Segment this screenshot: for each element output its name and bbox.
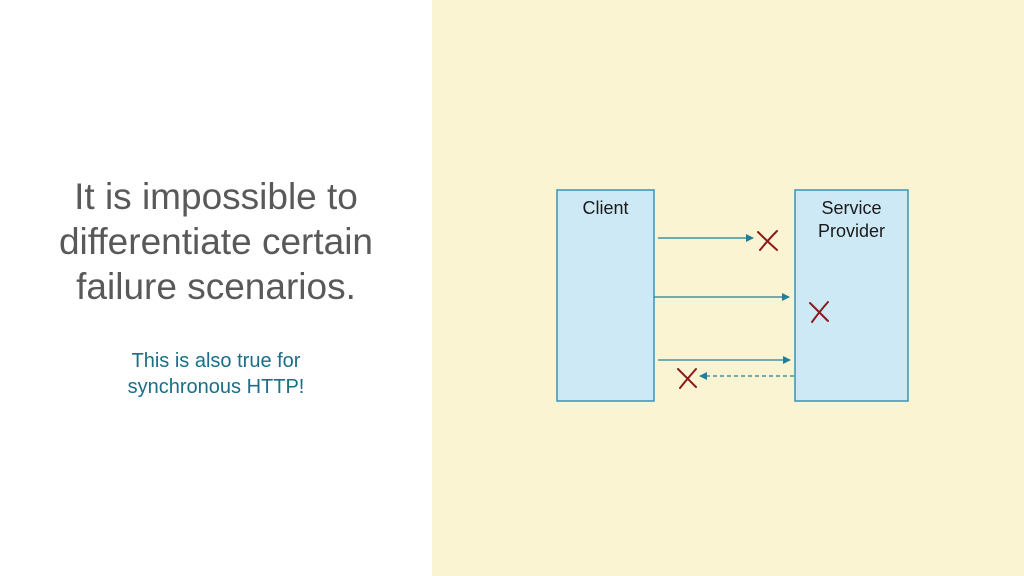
slide-headline: It is impossible to differentiate certai… (0, 174, 432, 309)
headline-line: failure scenarios. (76, 266, 356, 307)
subline-line: This is also true for (131, 350, 301, 372)
slide-subline: This is also true for synchronous HTTP! (0, 348, 432, 400)
client-label: Client (582, 198, 628, 218)
provider-label-line: Service (821, 198, 881, 218)
subline-line: synchronous HTTP! (127, 376, 305, 398)
failure-diagram: Client Service Provider (556, 189, 909, 402)
failure-mark-icon (757, 230, 778, 251)
text-panel: It is impossible to differentiate certai… (0, 0, 432, 576)
failure-mark-icon (809, 301, 829, 323)
client-box (556, 189, 655, 402)
service-provider-box (794, 189, 909, 402)
provider-label-line: Provider (818, 221, 885, 241)
diagram-panel: Client Service Provider (432, 0, 1024, 576)
failure-mark-icon (677, 368, 697, 389)
headline-line: differentiate certain (58, 221, 373, 262)
headline-line: It is impossible to (74, 176, 358, 217)
